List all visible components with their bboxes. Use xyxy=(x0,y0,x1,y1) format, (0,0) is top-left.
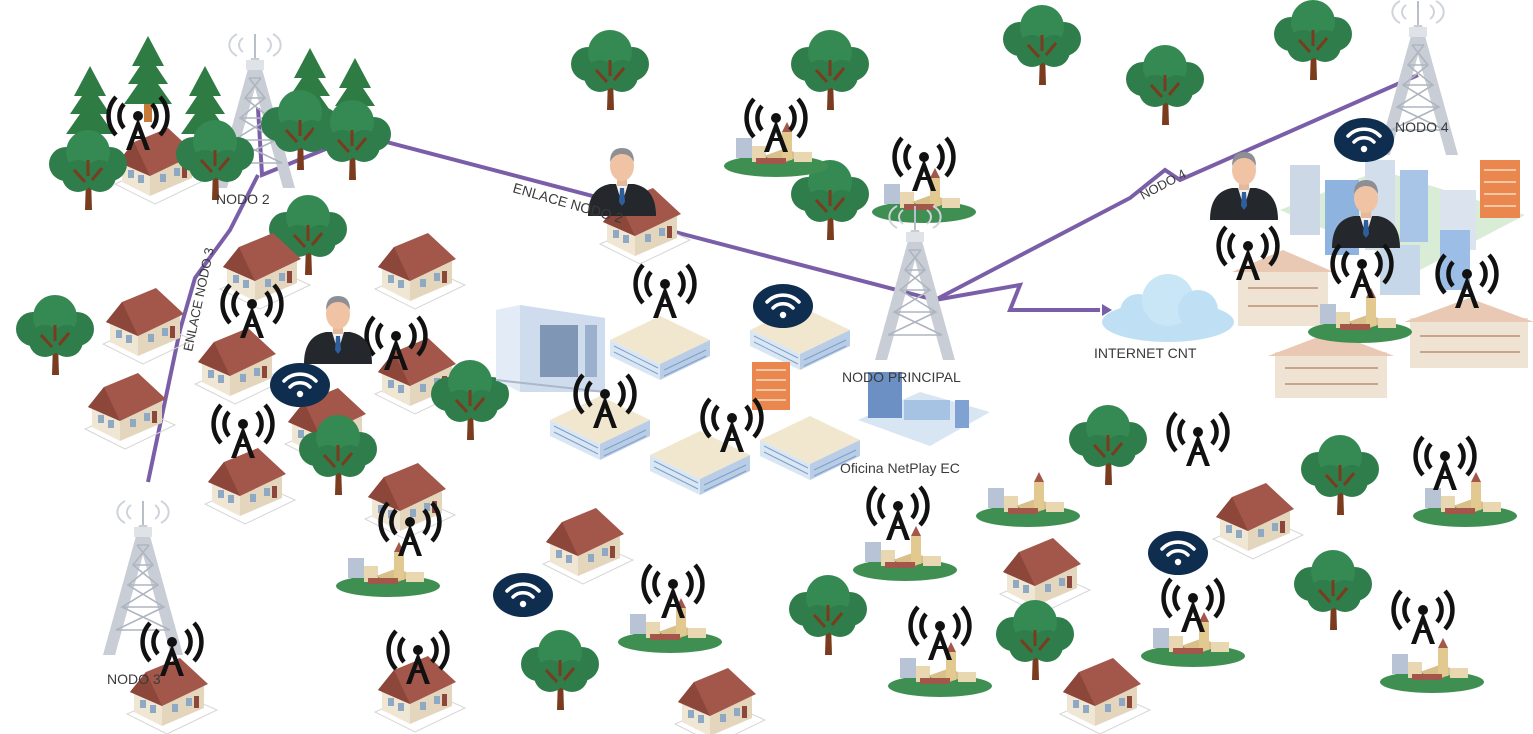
village-icon xyxy=(1380,638,1484,693)
village-icon xyxy=(976,472,1080,527)
tree-icon xyxy=(1272,0,1354,82)
antenna-signal-icon xyxy=(1164,579,1223,632)
forest-nodo2 xyxy=(47,33,393,212)
city-blocks-icon xyxy=(549,395,651,461)
nodo4-city xyxy=(1210,0,1533,398)
wifi-icon xyxy=(1146,529,1210,577)
village-icon xyxy=(1413,472,1517,527)
antenna-signal-icon xyxy=(895,138,954,191)
house-icon xyxy=(102,287,194,365)
link-internet xyxy=(934,282,1100,312)
wifi-icon xyxy=(751,282,815,330)
tree-icon xyxy=(14,293,96,377)
link-nodo4 xyxy=(934,73,1419,302)
central-city xyxy=(495,205,990,496)
antenna-signal-icon xyxy=(747,99,806,152)
tree-icon xyxy=(519,628,601,712)
mansion-icon xyxy=(1404,298,1533,368)
city-blocks-icon xyxy=(609,315,711,381)
tree-icon xyxy=(789,28,871,112)
village-icon xyxy=(336,542,440,597)
label-internet: INTERNET CNT xyxy=(1094,345,1197,361)
tree-icon xyxy=(994,598,1076,682)
tree-icon xyxy=(1001,3,1083,87)
office-building-icon xyxy=(858,372,990,446)
antenna-signal-icon xyxy=(1169,413,1228,466)
tree-icon xyxy=(1067,403,1149,487)
house-icon xyxy=(84,372,176,450)
label-nodo3: NODO 3 xyxy=(107,671,161,687)
house-icon xyxy=(674,667,766,734)
label-oficina: Oficina NetPlay EC xyxy=(840,460,960,476)
house-icon xyxy=(1059,657,1151,734)
link-nodo3 xyxy=(146,174,260,483)
antenna-signal-icon xyxy=(1416,437,1475,490)
house-icon xyxy=(542,507,634,585)
antenna-signal-icon xyxy=(644,565,703,618)
wifi-icon xyxy=(491,571,555,619)
link-arrowhead xyxy=(1102,304,1112,316)
house-icon xyxy=(126,657,218,734)
tree-icon xyxy=(787,573,869,657)
cloud-icon xyxy=(1102,274,1234,342)
village-icon xyxy=(872,168,976,223)
radio-tower-icon xyxy=(874,205,956,361)
wifi-icon xyxy=(1332,116,1396,164)
label-nodo2: NODO 2 xyxy=(216,191,270,207)
label-nodo-principal: NODO PRINCIPAL xyxy=(842,369,961,385)
tree-icon xyxy=(47,128,129,212)
left-neighborhood xyxy=(14,193,511,597)
tree-icon xyxy=(1124,43,1206,127)
antenna-signal-icon xyxy=(1394,591,1453,644)
house-icon xyxy=(194,327,286,405)
house-icon xyxy=(374,232,466,310)
top-center xyxy=(569,0,1354,265)
house-icon xyxy=(1212,482,1304,560)
label-enlace-nodo3: ENLACE NODO 3 xyxy=(180,246,217,352)
wifi-icon xyxy=(268,361,332,409)
tree-icon xyxy=(1299,433,1381,517)
mansion-icon xyxy=(1268,332,1394,398)
mansion-icon xyxy=(1232,250,1334,326)
antenna-signal-icon xyxy=(911,607,970,660)
nodo3-area xyxy=(102,500,634,734)
antenna-signal-icon xyxy=(636,265,695,318)
server-building-icon xyxy=(495,305,606,393)
village-icon xyxy=(888,642,992,697)
house-icon xyxy=(204,447,296,525)
tree-icon xyxy=(569,28,651,112)
city-blocks-icon xyxy=(1280,160,1525,295)
lower-right xyxy=(618,403,1517,734)
tree-icon xyxy=(1292,548,1374,632)
label-nodo4: NODO 4 xyxy=(1395,119,1449,135)
antenna-signal-icon xyxy=(214,405,273,458)
businessman-icon xyxy=(304,296,372,364)
